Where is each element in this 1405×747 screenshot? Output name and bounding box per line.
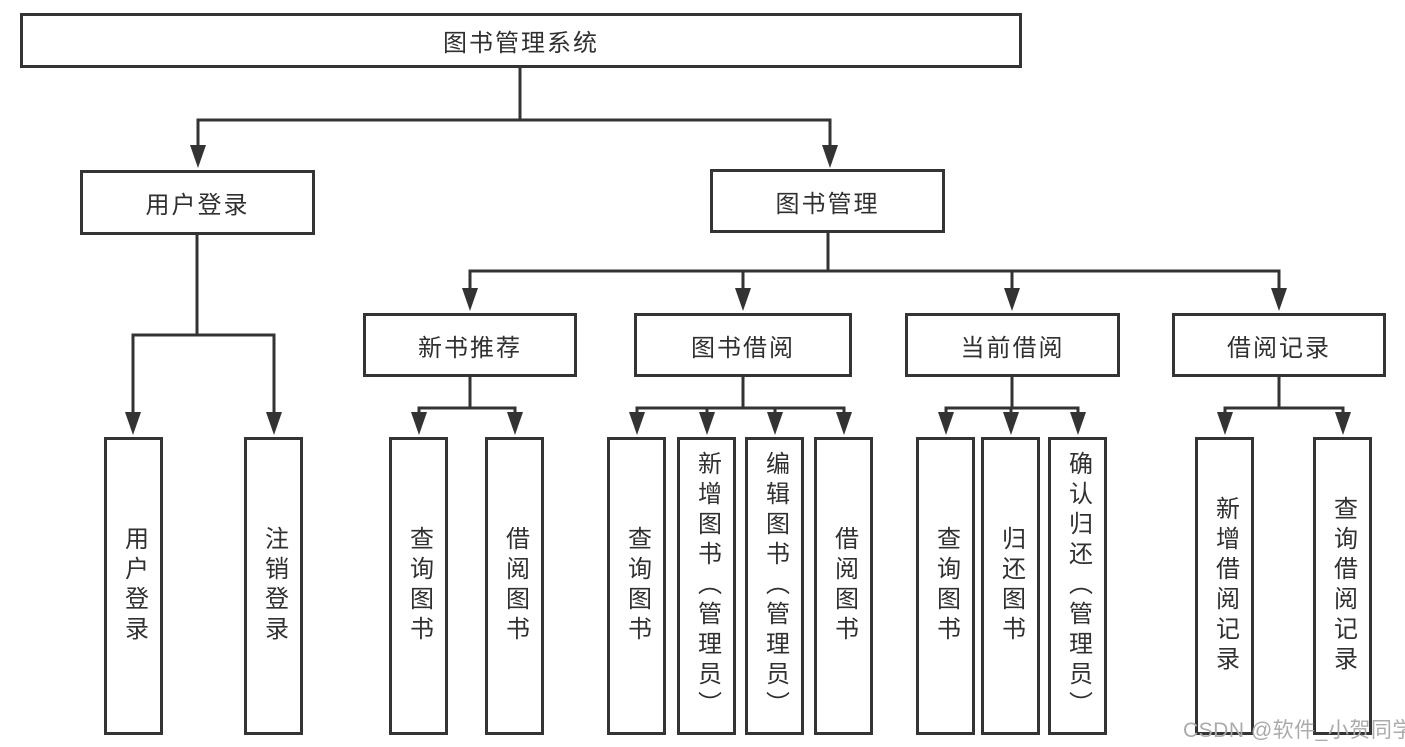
arrowhead-icon — [938, 412, 954, 435]
node-label: 编辑图书（管理员） — [761, 451, 789, 721]
node-leaf-query-books-newbook: 查询图书 — [389, 437, 448, 735]
arrowhead-icon — [1335, 412, 1351, 435]
arrowhead-icon — [411, 412, 427, 435]
arrowheads — [125, 145, 1351, 435]
node-label: 图书借阅 — [691, 334, 795, 362]
node-label: 新增图书（管理员） — [693, 451, 721, 721]
node-label: 图书管理系统 — [443, 30, 599, 57]
node-leaf-query-borrow-record: 查询借阅记录 — [1313, 437, 1372, 735]
node-user-login-branch: 用户登录 — [80, 170, 315, 235]
arrowhead-icon — [767, 412, 783, 435]
node-label: 新增借阅记录 — [1211, 496, 1239, 676]
node-label: 查询图书 — [405, 526, 433, 646]
node-leaf-edit-books-admin: 编辑图书（管理员） — [745, 437, 804, 735]
node-leaf-confirm-return-admin: 确认归还（管理员） — [1048, 437, 1107, 735]
node-label: 用户登录 — [120, 526, 148, 646]
node-borrow-records: 借阅记录 — [1172, 313, 1386, 377]
node-leaf-logout: 注销登录 — [244, 437, 303, 735]
arrowhead-icon — [735, 288, 751, 311]
arrowhead-icon — [629, 412, 645, 435]
node-label: 借阅图书 — [830, 526, 858, 646]
node-label: 借阅记录 — [1227, 334, 1331, 362]
arrowhead-icon — [1217, 412, 1233, 435]
arrowhead-icon — [507, 412, 523, 435]
arrowhead-icon — [1004, 288, 1020, 311]
node-label: 注销登录 — [260, 526, 288, 646]
node-current-borrowing: 当前借阅 — [905, 313, 1120, 377]
node-leaf-add-books-admin: 新增图书（管理员） — [677, 437, 736, 735]
node-label: 当前借阅 — [960, 334, 1065, 362]
arrowhead-icon — [266, 412, 282, 435]
node-label: 归还图书 — [997, 526, 1025, 646]
arrowhead-icon — [190, 145, 206, 168]
arrowhead-icon — [1271, 288, 1287, 311]
arrowhead-icon — [822, 145, 838, 168]
node-label: 查询图书 — [623, 526, 651, 646]
node-leaf-return-books: 归还图书 — [981, 437, 1040, 735]
node-book-borrowing: 图书借阅 — [634, 313, 852, 377]
arrowhead-icon — [1070, 412, 1086, 435]
node-label: 用户登录 — [145, 192, 250, 219]
csdn-watermark: CSDN @软件_小贺同学 — [1183, 719, 1405, 742]
node-leaf-query-books-current: 查询图书 — [916, 437, 975, 735]
node-leaf-query-books-borrowing: 查询图书 — [607, 437, 666, 735]
node-label: 查询借阅记录 — [1329, 496, 1357, 676]
node-leaf-borrow-books-newbook: 借阅图书 — [485, 437, 544, 735]
node-book-management-branch: 图书管理 — [710, 169, 945, 233]
arrowhead-icon — [462, 288, 478, 311]
arrowhead-icon — [699, 412, 715, 435]
node-label: 新书推荐 — [418, 334, 522, 362]
arrowhead-icon — [125, 412, 141, 435]
node-label: 图书管理 — [775, 190, 880, 218]
arrowhead-icon — [836, 412, 852, 435]
node-leaf-add-borrow-record: 新增借阅记录 — [1195, 437, 1254, 735]
node-label: 查询图书 — [932, 526, 960, 646]
node-new-book-recommendation: 新书推荐 — [363, 313, 577, 377]
node-label: 确认归还（管理员） — [1064, 451, 1092, 721]
node-library-management-system: 图书管理系统 — [20, 13, 1022, 68]
node-leaf-borrow-books-borrowing: 借阅图书 — [814, 437, 873, 735]
arrowhead-icon — [1003, 412, 1019, 435]
node-label: 借阅图书 — [501, 526, 529, 646]
node-leaf-user-login: 用户登录 — [104, 437, 163, 735]
